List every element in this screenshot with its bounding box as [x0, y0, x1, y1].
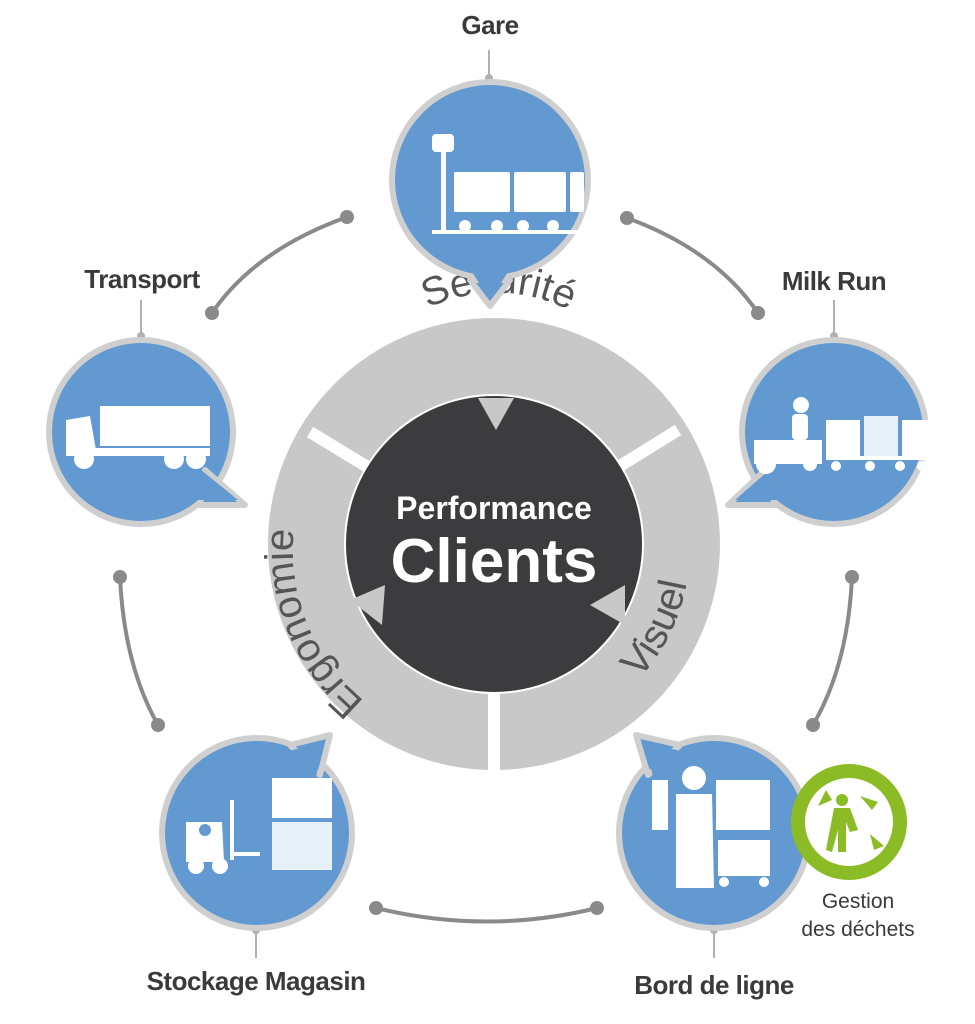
label-milk-run: Milk Run	[781, 266, 887, 296]
label-bord-de-ligne: Bord de ligne	[634, 970, 794, 1000]
center-ring	[268, 318, 720, 780]
node-bord	[616, 732, 812, 931]
connector-dots	[113, 210, 859, 915]
label-transport: Transport	[84, 264, 200, 294]
node-transport	[46, 337, 248, 527]
recycling-person-icon	[818, 790, 884, 852]
connector-transport-stockage	[118, 575, 160, 727]
waste-label-line1: Gestion	[821, 890, 895, 913]
node-stockage	[159, 732, 355, 931]
connectors	[118, 215, 854, 924]
connector-milkrun-bord	[811, 575, 854, 727]
operator-workstation-icon	[652, 766, 770, 888]
node-milkrun	[725, 337, 930, 527]
arrow-right	[590, 585, 625, 625]
center-title-performance: Performance	[396, 490, 592, 526]
connector-stockage-bord	[374, 906, 599, 924]
center-title-clients: Clients	[390, 527, 598, 596]
arrow-top	[478, 398, 514, 430]
truck-icon	[66, 406, 210, 469]
waste-label-line2: des déchets	[801, 918, 915, 941]
node-gare	[389, 79, 591, 309]
label-stockage-magasin: Stockage Magasin	[146, 966, 366, 996]
waste-management-badge	[791, 764, 907, 880]
tugger-train-icon	[754, 397, 930, 474]
train-wagons-icon	[432, 134, 584, 234]
label-gare: Gare	[461, 10, 519, 40]
center-disc	[346, 396, 642, 692]
connector-gare-transport	[210, 215, 349, 315]
forklift-icon	[186, 778, 332, 874]
arrow-left	[350, 585, 385, 625]
connector-gare-milkrun	[625, 216, 760, 315]
